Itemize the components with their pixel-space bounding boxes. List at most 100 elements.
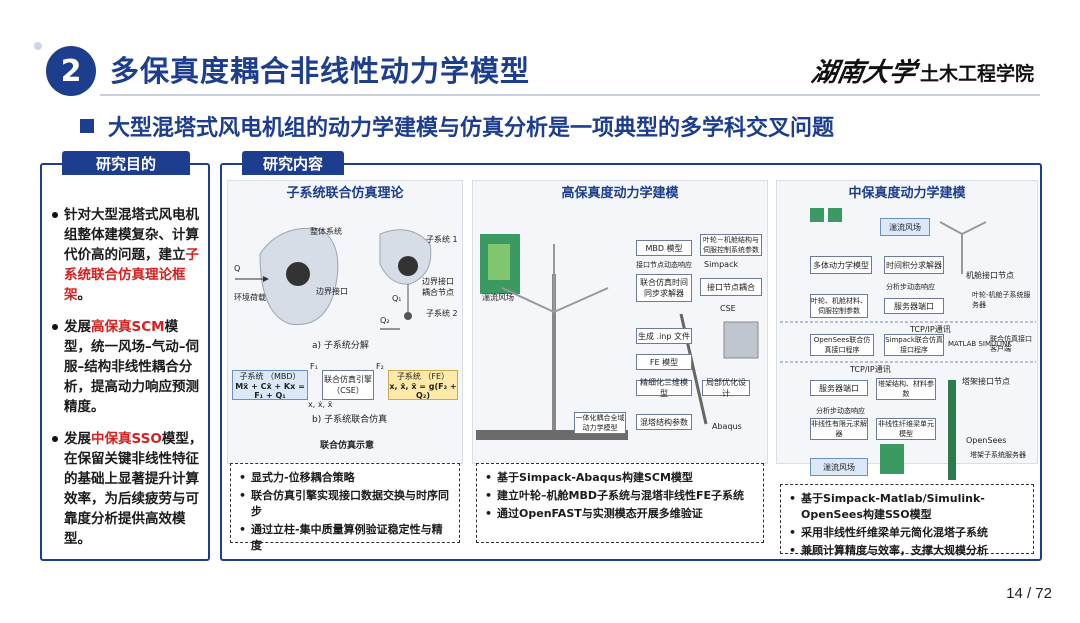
fig-label: 联合仿真引擎 — [324, 375, 372, 384]
fig-caption: a) 子系统分解 — [312, 341, 369, 351]
fig-label: Abaqus — [712, 422, 742, 431]
fig-caption: b) 子系统联合仿真 — [312, 415, 388, 425]
fig-label: 塔架接口节点 — [962, 377, 1010, 386]
multibody-box: 多体动力学模型 — [810, 256, 872, 274]
turbine-scm-diagram — [476, 234, 759, 440]
summary-item: •通过OpenFAST与实测模态开展多维验证 — [485, 507, 703, 520]
purpose-text: 。 — [77, 287, 92, 303]
purpose-highlight: 子系统联合仿真理论框架 — [64, 247, 199, 303]
purpose-text: 发展 — [64, 319, 91, 335]
fig-label: Simpack — [704, 260, 739, 269]
bullet-dot-icon — [52, 324, 58, 330]
summary-item: •基于Simpack-Matlab/Simulink-OpenSees构建SSO… — [789, 492, 985, 521]
fig-label: 环境荷载 — [234, 293, 266, 302]
subtitle: 大型混塔式风电机组的动力学建模与仿真分析是一项典型的多学科交叉问题 — [80, 110, 834, 142]
decomposition-diagram — [235, 227, 432, 330]
local-opt-box: 局部优化设计 — [702, 378, 750, 398]
fig-label: 边界接口耦合节点 — [422, 277, 454, 297]
fig-label: TCP/IP通讯 — [910, 325, 951, 334]
subtitle-text: 大型混塔式风电机组的动力学建模与仿真分析是一项典型的多学科交叉问题 — [108, 116, 835, 141]
purpose-list: 针对大型混塔式风电机组整体建模复杂、计算代价高的问题，建立子系统联合仿真理论框架… — [52, 205, 204, 561]
simpack-if-box: Simpack联合仿真接口程序 — [884, 334, 944, 356]
fig-label: Q₁ — [392, 294, 402, 303]
square-bullet-icon — [80, 119, 94, 133]
purpose-highlight: 中保真SSO — [91, 431, 162, 447]
summary-box-cosim: •显式力-位移耦合策略 •联合仿真引擎实现接口数据交换与时序同步 •通过立柱-集… — [230, 463, 460, 552]
purpose-highlight: 高保真SCM — [91, 319, 165, 335]
purpose-item: 发展中保真SSO模型，在保留关键非线性特征的基础上显著提升计算效率，为后续疲劳与… — [52, 429, 204, 549]
material-box: 混塔结构参数 — [636, 414, 692, 430]
fig-label: Q₂ — [380, 316, 390, 325]
cosim-figure: 整体系统 子系统 1 子系统 2 Q 环境荷载 边界接口 边界接口耦合节点 Q₁… — [230, 204, 460, 460]
purpose-text: 模型，统一风场–气动–伺服–结构非线性耦合分析，提高动力响应预测精度。 — [64, 319, 199, 415]
time-solver-box: 时间积分求解器 — [884, 256, 944, 274]
summary-item: •兼顾计算精度与效率，支撑大规模分析 — [789, 544, 989, 557]
decor-dot — [34, 42, 42, 50]
section-number-badge: 2 — [46, 46, 96, 96]
fig-label: x, ẋ, ẍ — [308, 400, 333, 409]
fig-label: 分析步动态响应 — [816, 407, 865, 415]
tab-research-content: 研究内容 — [242, 151, 344, 175]
page-number: 14 / 72 — [1006, 585, 1052, 602]
summary-item: •通过立柱-集中质量算例验证稳定性与精度 — [239, 523, 443, 552]
panel-title: 中保真度动力学建模 — [848, 185, 966, 201]
summary-item: •建立叶轮–机舱MBD子系统与混塔非线性FE子系统 — [485, 489, 745, 502]
interface-couple-box: 接口节点耦合 — [700, 278, 762, 296]
purpose-box — [40, 163, 210, 561]
fig-label: OpenSees — [966, 436, 1007, 445]
mbd-subsystem-box: 子系统 （MBD） Mẍ + Cẋ + Kx = F₁ + Q₁ — [232, 370, 308, 400]
bullet-dot-icon — [52, 436, 58, 442]
summary-box-mid-fidelity: •基于Simpack-Matlab/Simulink-OpenSees构建SSO… — [780, 484, 1034, 557]
summary-item: •联合仿真引擎实现接口数据交换与时序同步 — [239, 489, 450, 518]
high-fidelity-figure: 湍流风场 MBD 模型 叶轮－机舱结构与伺服控制系统参数 Simpack 接口节… — [476, 204, 764, 460]
university-logo: 湖南大学 土木工程学院 — [809, 52, 1034, 89]
fig-label: 塔架子系统服务器 — [970, 451, 1026, 459]
summary-item: •显式力-位移耦合策略 — [239, 471, 355, 484]
purpose-item: 发展高保真SCM模型，统一风场–气动–伺服–结构非线性耦合分析，提高动力响应预测… — [52, 317, 204, 417]
blade-params-box: 叶轮－机舱结构与伺服控制系统参数 — [700, 234, 762, 256]
summary-item: •基于Simpack-Abaqus构建SCM模型 — [485, 471, 693, 484]
purpose-text: 发展 — [64, 431, 91, 447]
scm-box: 一体化耦合全域动力学模型 — [574, 412, 626, 434]
fe-model-box: FE 模型 — [636, 354, 692, 370]
nonlinear-solver-box: 非线性有限元求解器 — [810, 418, 868, 440]
title-divider — [100, 94, 1040, 96]
purpose-text: 针对大型混塔式风电机组整体建模复杂、计算代价高的问题，建立 — [64, 207, 199, 263]
fig-label: 子系统 （FE） — [396, 371, 450, 381]
fig-label: 接口节点动态响应 — [636, 261, 692, 269]
fig-label: 分析步动态响应 — [886, 283, 935, 291]
fig-label: F₁ — [310, 362, 318, 371]
tab-research-purpose: 研究目的 — [62, 151, 190, 175]
bullet-dot-icon — [52, 212, 58, 218]
fig-label: 整体系统 — [310, 227, 342, 236]
panel-title: 子系统联合仿真理论 — [286, 185, 404, 201]
fig-label: Mẍ + Cẋ + Kx = F₁ + Q₁ — [235, 381, 305, 400]
fig-caption: 联合仿真示意 — [320, 441, 375, 451]
mesh-box: 精细化三维模型 — [636, 378, 692, 398]
opensees-if-box: OpenSees联合仿真接口程序 — [810, 334, 874, 356]
fig-label: 联合仿真接口客户端 — [990, 335, 1032, 353]
cse-solver-box: 联合仿真时间同步求解器 — [636, 274, 692, 302]
fig-label: CSE — [720, 304, 736, 313]
wind2-box: 湍流风场 — [810, 458, 868, 476]
fig-label: 机舱接口节点 — [966, 271, 1014, 280]
params-box: 叶轮、机舱材料、伺服控制参数 — [810, 294, 868, 318]
fig-label: 湍流风场 — [482, 293, 514, 302]
fig-label: 子系统 （MBD） — [239, 371, 301, 381]
mbd-model-box: MBD 模型 — [636, 240, 692, 256]
fig-label: 子系统 2 — [426, 309, 458, 318]
logo-school-text: 土木工程学院 — [919, 63, 1034, 85]
fig-label: Q — [234, 264, 241, 273]
fig-label: x, ẋ, ẍ = g(F₂ + Q₂) — [389, 381, 457, 400]
fig-label: TCP/IP通讯 — [850, 365, 891, 374]
port-box: 服务器端口 — [884, 298, 944, 314]
sso-diagram — [780, 208, 1036, 480]
purpose-item: 针对大型混塔式风电机组整体建模复杂、计算代价高的问题，建立子系统联合仿真理论框架… — [52, 205, 204, 305]
summary-item: •采用非线性纤维梁单元简化混塔子系统 — [789, 526, 989, 539]
beam-model-box: 非线性纤维梁单元模型 — [876, 418, 936, 440]
fe-subsystem-box: 子系统 （FE） x, ẋ, ẍ = g(F₂ + Q₂) — [388, 370, 458, 400]
inp-box: 生成 .inp 文件 — [636, 328, 692, 344]
fig-label: （CSE） — [332, 386, 364, 395]
fig-label: 子系统 1 — [426, 235, 458, 244]
fig-label: 叶轮-机舱子系统服务器 — [972, 291, 1031, 309]
